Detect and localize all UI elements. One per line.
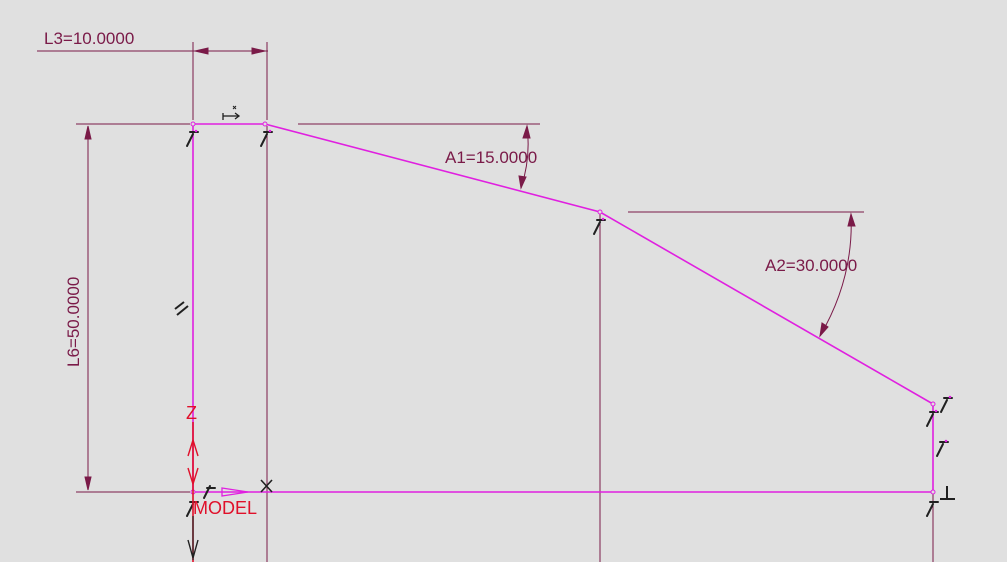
a1-arrow-top: [522, 124, 531, 139]
vertex-point[interactable]: [190, 121, 196, 127]
model-label: MODEL: [193, 498, 257, 518]
l3-arrow-left: [194, 47, 209, 55]
l3-arrow-right: [251, 47, 266, 55]
a1-arrow-bottom: [518, 175, 527, 190]
marker-tip: [601, 217, 605, 221]
perpendicular-constraint-icon: [940, 486, 955, 500]
parallel-constraint-icon: [174, 301, 189, 316]
vertex-point[interactable]: [597, 209, 603, 215]
dimension-a2[interactable]: [628, 211, 864, 338]
vertex-point[interactable]: [262, 121, 268, 127]
marker-tip: [268, 129, 272, 133]
coincident-marker-icon: [940, 397, 953, 413]
dimension-l6[interactable]: [76, 123, 190, 493]
dimension-a1[interactable]: [298, 123, 540, 190]
coincident-marker-icon: [203, 485, 216, 499]
l6-label[interactable]: L6=50.0000: [64, 277, 83, 367]
horizontal-constraint-icon: [222, 105, 241, 120]
z-axis-label: Z: [186, 403, 197, 423]
sketch-profile[interactable]: [192, 123, 934, 493]
marker-tip: [194, 129, 198, 133]
vertex-point[interactable]: [930, 401, 936, 407]
coincident-marker-icon: [936, 441, 949, 457]
marker-tip: [934, 409, 938, 413]
a1-label[interactable]: A1=15.0000: [445, 148, 537, 167]
l6-arrow-bottom: [84, 476, 92, 491]
a2-arrow-bottom: [819, 322, 829, 338]
a2-arrow-top: [847, 212, 856, 227]
marker-tip: [944, 439, 948, 443]
coincident-marker-icon: [186, 501, 199, 517]
z-axis-arrow-down: [187, 467, 199, 485]
lower-axis-arrow: [187, 539, 199, 559]
a2-label[interactable]: A2=30.0000: [765, 256, 857, 275]
l6-arrow-top: [84, 125, 92, 140]
model-axes: [187, 422, 273, 562]
vertex-point[interactable]: [930, 489, 936, 495]
marker-tip: [948, 395, 952, 399]
x-axis-arrow: [221, 487, 249, 497]
coincident-marker-icon: [926, 501, 939, 517]
z-axis-arrow-up: [187, 439, 199, 457]
x-axis-marker-icon: [260, 479, 273, 493]
l3-label[interactable]: L3=10.0000: [44, 29, 134, 48]
a2-arc: [819, 213, 852, 337]
dimension-l3[interactable]: [37, 42, 268, 120]
